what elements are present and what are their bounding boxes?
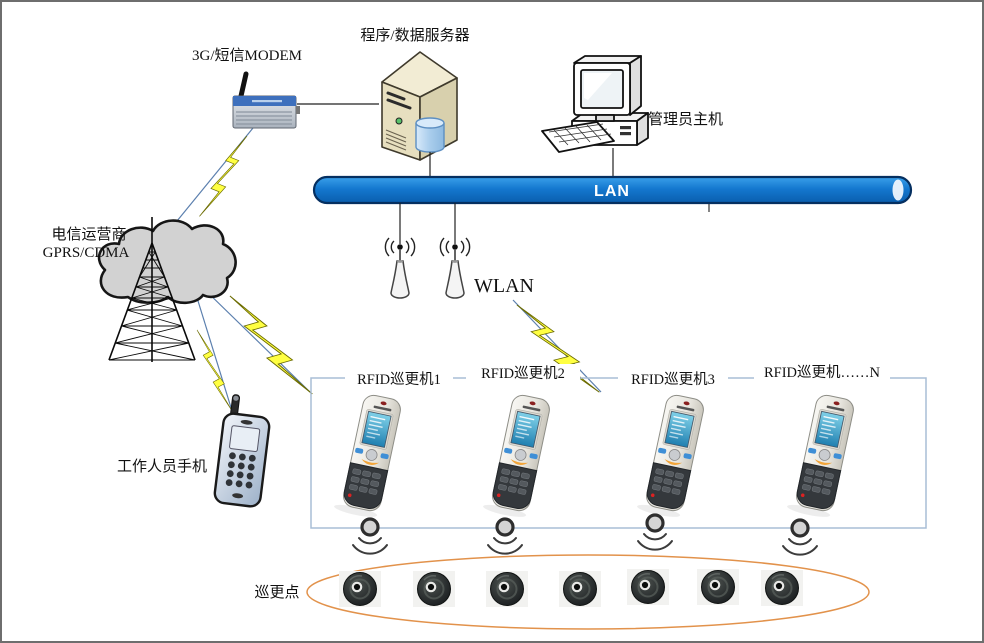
- telecom-label-line2: GPRS/CDMA: [43, 245, 130, 261]
- lan-bar: LAN: [312, 175, 913, 205]
- patrol-point-disc-1: [337, 569, 383, 609]
- radio-tower-icon: [108, 217, 196, 362]
- database-icon: [415, 117, 445, 153]
- modem-label: 3G/短信MODEM: [192, 47, 302, 64]
- server-label: 程序/数据服务器: [360, 27, 469, 44]
- patrol-point-disc-4: [557, 569, 603, 609]
- patrol-point-disc-6: [695, 567, 741, 607]
- patrol-point-disc-2: [411, 569, 457, 609]
- admin-host-icon: [541, 55, 649, 153]
- connector-wlan-readers: [512, 299, 602, 393]
- staff-phone-icon: [213, 394, 271, 508]
- patrol-point-disc-7: [759, 568, 805, 608]
- rfid-reader-labels: RFID巡更机1 RFID巡更机2 RFID巡更机3 RFID巡更机……N: [345, 363, 890, 388]
- patrol-point-disc-3: [484, 569, 530, 609]
- telecom-label-line1: 电信运营商: [51, 226, 126, 243]
- rfid-reader-1-label: RFID巡更机1: [357, 371, 441, 388]
- admin-host-label: 管理员主机: [648, 111, 723, 128]
- rfid-reader-2-label: RFID巡更机2: [481, 365, 565, 382]
- patrol-area-ellipse: [306, 554, 870, 630]
- patrol-points-label: 巡更点: [254, 584, 299, 601]
- patrol-point-disc-5: [625, 567, 671, 607]
- modem-icon: [232, 71, 300, 129]
- lan-label: LAN: [594, 183, 630, 200]
- rfid-reader-3-label: RFID巡更机3: [631, 371, 715, 388]
- connector-cloud-readers: [200, 285, 312, 394]
- telecom-cloud-icon: [97, 219, 237, 305]
- staff-phone-label: 工作人员手机: [117, 458, 207, 475]
- rfid-reader-4-label: RFID巡更机……N: [764, 364, 881, 381]
- wlan-label: WLAN: [474, 275, 534, 297]
- connector-cloud-phone: [193, 287, 234, 415]
